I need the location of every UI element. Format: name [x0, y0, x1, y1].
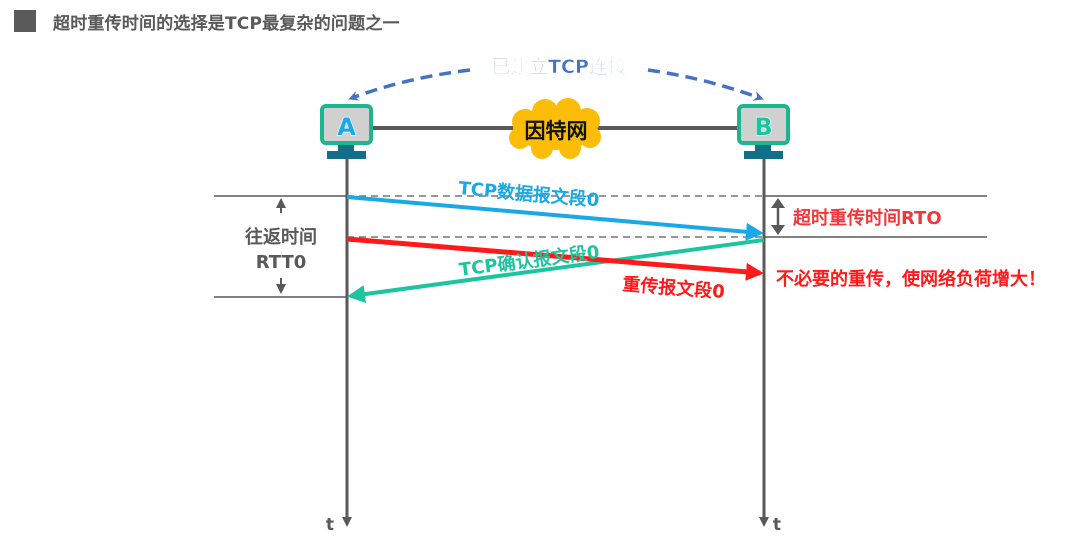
host-a-time-label: t — [326, 515, 334, 535]
slide-header: 超时重传时间的选择是TCP最复杂的问题之一 — [14, 9, 400, 34]
network-label: 因特网 — [525, 119, 588, 143]
rtt-label-line2: RTT0 — [256, 252, 307, 273]
ack-segment-arrow — [347, 238, 765, 304]
host-a-label: A — [337, 113, 356, 141]
header-bullet-square — [14, 10, 36, 32]
rto-indicator: 超时重传时间RTO — [771, 198, 942, 235]
host-b-time-label: t — [773, 515, 781, 535]
data-segment-arrow — [346, 195, 764, 241]
slide-title: 超时重传时间的选择是TCP最复杂的问题之一 — [53, 13, 400, 34]
retransmit-segment-arrow — [346, 236, 764, 281]
rtt-indicator: 往返时间 RTT0 — [245, 198, 317, 294]
retransmit-segment-label: 重传报文段0 — [622, 273, 726, 303]
ack-segment-label: TCP确认报文段0 — [458, 241, 601, 281]
host-a-computer-icon: A — [320, 104, 373, 159]
connection-label: 已建立TCP连接 — [491, 55, 627, 78]
unnecessary-retransmit-warning: 不必要的重传，使网络负荷增大！ — [776, 268, 1046, 290]
rto-label: 超时重传时间RTO — [793, 207, 942, 229]
host-b-computer-icon: B — [737, 104, 790, 159]
connection-arc: 已建立TCP连接 — [348, 55, 764, 101]
data-segment-label: TCP数据报文段0 — [458, 177, 601, 211]
internet-cloud-icon: 因特网 — [509, 98, 601, 159]
rtt-label-line1: 往返时间 — [245, 226, 317, 248]
host-b-label: B — [754, 113, 772, 141]
